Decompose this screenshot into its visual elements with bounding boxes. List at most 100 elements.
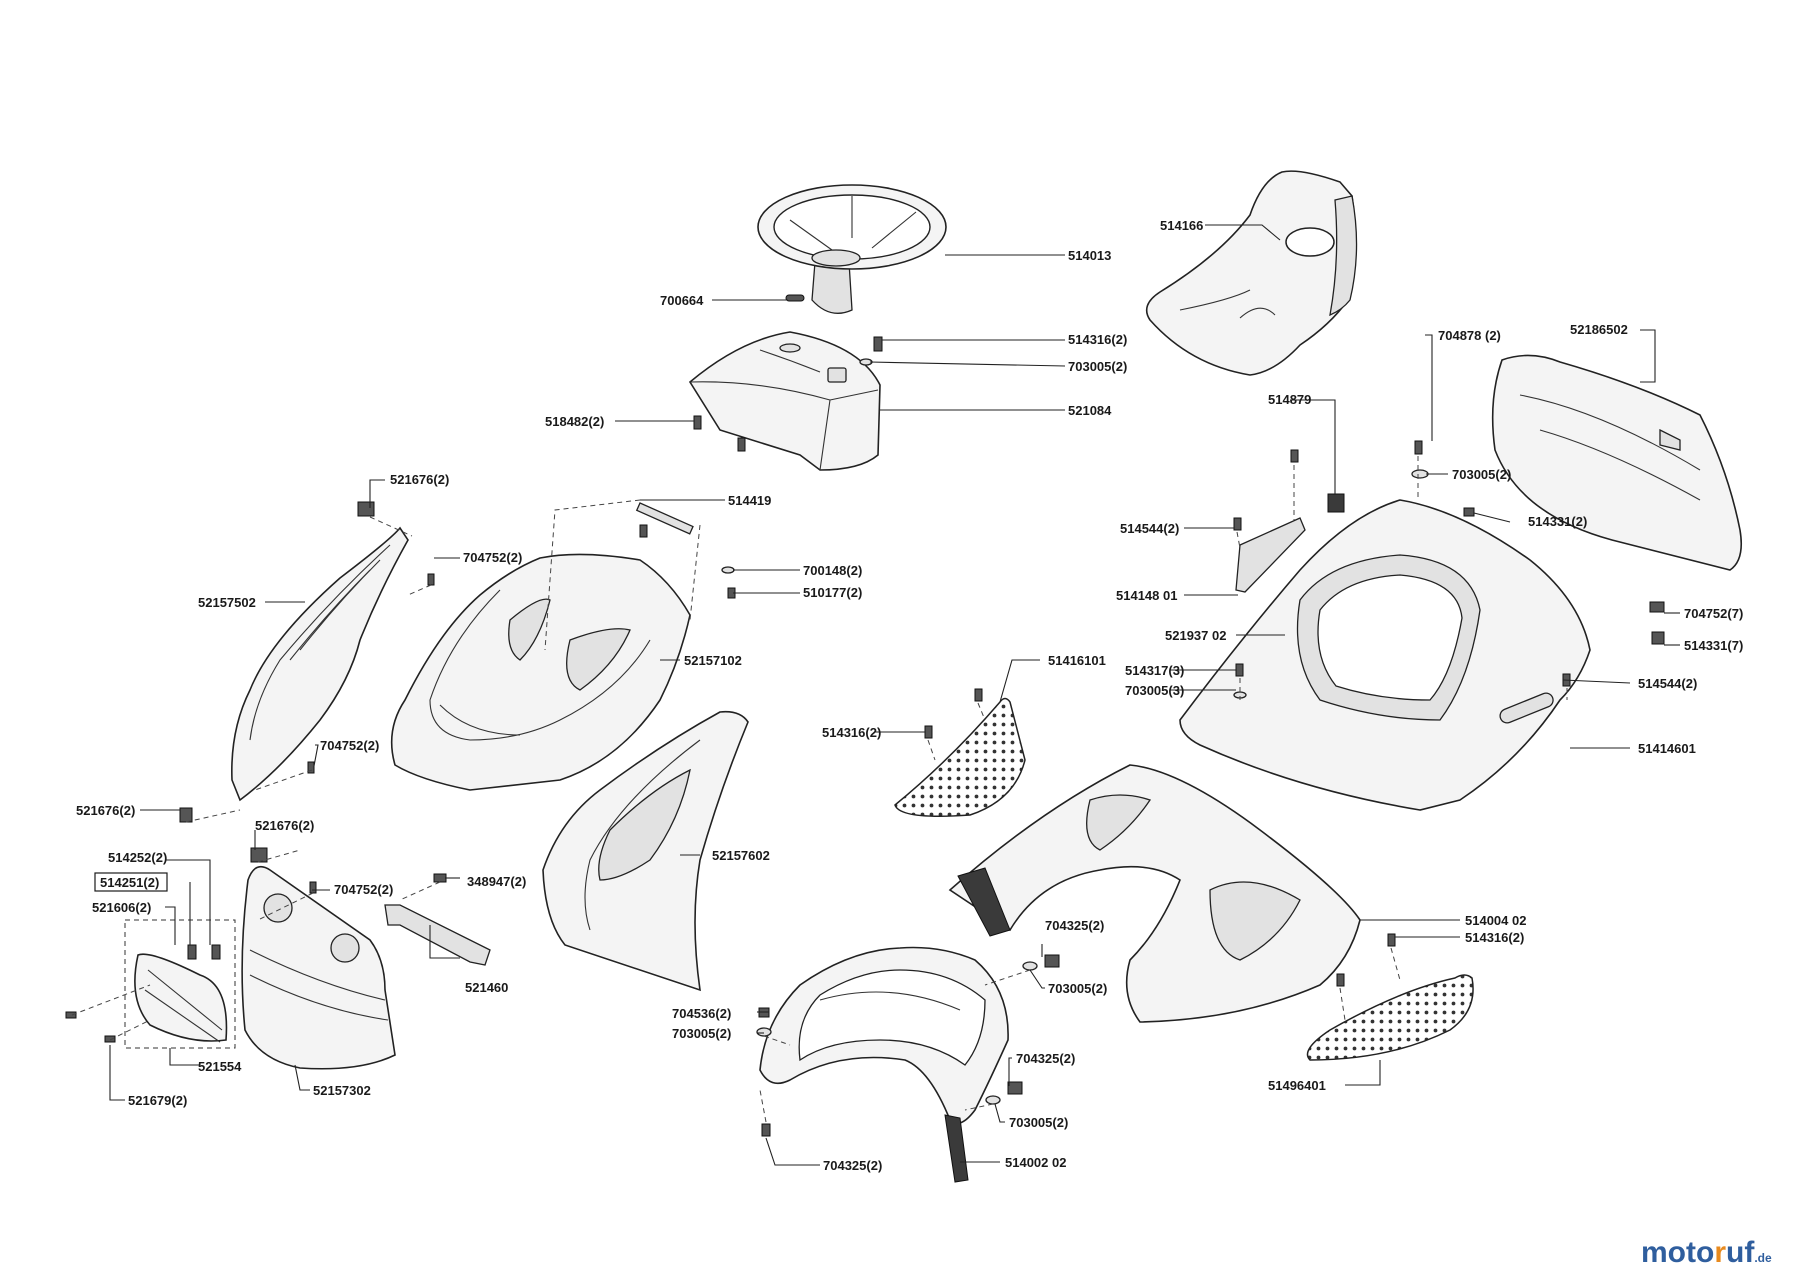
- label-521554: 521554: [198, 1059, 242, 1074]
- label-703005-c: 703005(3): [1125, 683, 1184, 698]
- label-703005-b: 703005(2): [1452, 467, 1511, 482]
- screw-icon: [737, 437, 746, 452]
- hood-part: [390, 553, 691, 791]
- screw-icon: [65, 1011, 77, 1019]
- label-704878: 704878 (2): [1438, 328, 1501, 343]
- pin-icon: [187, 944, 197, 960]
- screw-icon: [433, 873, 447, 883]
- brand-logo-part2: r: [1714, 1236, 1727, 1269]
- screw-icon: [307, 761, 315, 774]
- label-51416101: 51416101: [1048, 653, 1106, 668]
- label-703005-a: 703005(2): [1068, 359, 1127, 374]
- label-521679: 521679(2): [128, 1093, 187, 1108]
- label-703005-f: 703005(2): [1009, 1115, 1068, 1130]
- label-514002: 514002 02: [1005, 1155, 1066, 1170]
- label-514316-b: 514316(2): [822, 725, 881, 740]
- label-521676-a: 521676(2): [390, 472, 449, 487]
- brand-logo-part3: uf: [1726, 1236, 1755, 1269]
- label-514879: 514879: [1268, 392, 1311, 407]
- clip-icon: [1463, 507, 1475, 517]
- label-52157602: 52157602: [712, 848, 770, 863]
- label-52157502: 52157502: [198, 595, 256, 610]
- label-514419: 514419: [728, 493, 771, 508]
- label-514004: 514004 02: [1465, 913, 1526, 928]
- seat-part: [1145, 170, 1358, 376]
- screw-icon: [924, 725, 933, 739]
- screw-icon: [1387, 933, 1396, 947]
- screw-icon: [427, 573, 435, 586]
- label-514252: 514252(2): [108, 850, 167, 865]
- washer-icon: [1022, 961, 1038, 971]
- label-704325-c: 704325(2): [823, 1158, 882, 1173]
- washer-icon: [721, 566, 735, 574]
- screw-icon: [873, 336, 883, 352]
- label-514544-a: 514544(2): [1120, 521, 1179, 536]
- clip-icon: [357, 501, 375, 517]
- label-514316-a: 514316(2): [1068, 332, 1127, 347]
- headlight-lens-part: [134, 953, 228, 1043]
- bolt-icon: [1044, 954, 1060, 968]
- floor-panel-part: [948, 764, 1361, 1023]
- pin-icon: [785, 294, 805, 302]
- label-521937: 521937 02: [1165, 628, 1226, 643]
- rear-body-part: [1179, 499, 1591, 811]
- label-521676-b: 521676(2): [76, 803, 135, 818]
- screw-icon: [693, 415, 702, 430]
- label-704752-c: 704752(2): [320, 738, 379, 753]
- washer-icon: [756, 1027, 772, 1037]
- label-52186502: 52186502: [1570, 322, 1628, 337]
- screw-icon: [104, 1035, 116, 1043]
- label-521676-c: 521676(2): [255, 818, 314, 833]
- label-51414601: 51414601: [1638, 741, 1696, 756]
- screw-icon: [639, 524, 648, 538]
- screw-icon: [1233, 517, 1242, 531]
- label-521606: 521606(2): [92, 900, 151, 915]
- label-514013: 514013: [1068, 248, 1111, 263]
- screw-icon: [761, 1123, 771, 1137]
- brand-logo-part1: moto: [1641, 1236, 1715, 1269]
- front-frame-part: [759, 946, 1009, 1183]
- bolt-icon: [1007, 1081, 1023, 1095]
- label-514148: 514148 01: [1116, 588, 1177, 603]
- left-foot-plate-part: [894, 697, 1026, 817]
- screw-icon: [1336, 973, 1345, 987]
- right-fender-part: [542, 710, 749, 992]
- label-514331-a: 514331(2): [1528, 514, 1587, 529]
- dashboard-cover-part: [688, 331, 881, 471]
- rear-cover-part: [1491, 354, 1743, 571]
- part-number-labels: 514013 700664 514166 514316(2) 703005(2)…: [76, 218, 1743, 1173]
- label-704325-a: 704325(2): [1045, 918, 1104, 933]
- assembly-lines: [71, 456, 1568, 1123]
- left-side-panel-part: [231, 526, 409, 802]
- leader-lines: [109, 224, 1680, 1166]
- right-foot-plate-part: [1306, 974, 1474, 1061]
- brand-logo[interactable]: motoruf.de: [1641, 1236, 1772, 1270]
- label-348947: 348947(2): [467, 874, 526, 889]
- switch-icon: [1327, 493, 1345, 513]
- hardware-group: [65, 336, 1665, 1137]
- steering-wheel-part: [757, 184, 947, 314]
- screw-icon: [1649, 601, 1665, 613]
- label-514251-box: [94, 872, 168, 892]
- label-518482: 518482(2): [545, 414, 604, 429]
- washer-icon: [985, 1095, 1001, 1105]
- label-703005-d: 703005(2): [1048, 981, 1107, 996]
- label-704752-a: 704752(2): [463, 550, 522, 565]
- label-700664: 700664: [660, 293, 704, 308]
- label-704752-b: 704752(7): [1684, 606, 1743, 621]
- screw-icon: [1414, 440, 1423, 455]
- headlight-group-box: [124, 919, 236, 1049]
- label-514251: 514251(2): [100, 875, 159, 890]
- label-704536: 704536(2): [672, 1006, 731, 1021]
- headlight-bracket-part: [384, 904, 491, 966]
- pin-icon: [211, 944, 221, 960]
- clip-icon: [250, 847, 268, 863]
- label-52157302: 52157302: [313, 1083, 371, 1098]
- label-514544-b: 514544(2): [1638, 676, 1697, 691]
- screw-icon: [309, 881, 317, 894]
- label-514317: 514317(3): [1125, 663, 1184, 678]
- label-704325-b: 704325(2): [1016, 1051, 1075, 1066]
- label-514166: 514166: [1160, 218, 1203, 233]
